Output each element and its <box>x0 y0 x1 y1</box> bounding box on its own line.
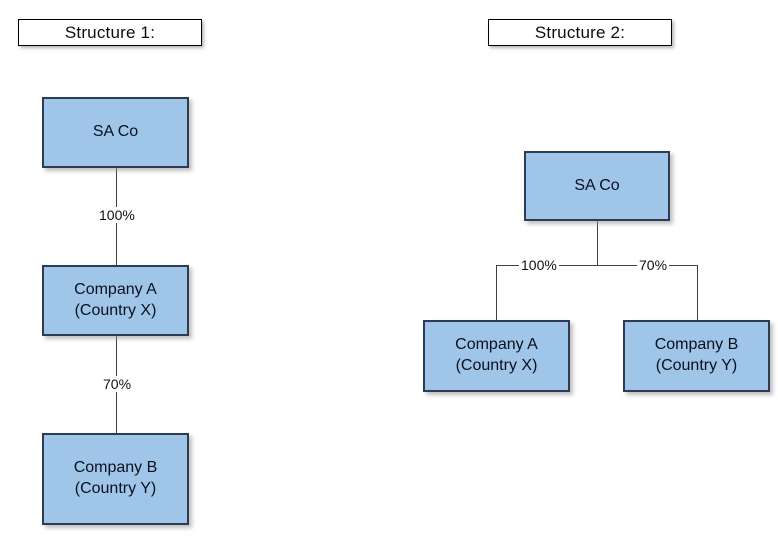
node-label-line2: (Country Y) <box>655 357 738 374</box>
structure-2-title: Structure 2: <box>488 19 672 46</box>
node-label-line1: Company A <box>455 336 538 354</box>
node-label-line1: SA Co <box>92 123 139 141</box>
node-s1-sa-co[interactable]: SA Co <box>42 97 189 168</box>
node-label-line2: (Country X) <box>74 301 157 319</box>
node-label-line1: SA Co <box>574 176 620 194</box>
structure-1-title: Structure 1: <box>18 19 202 46</box>
edge-s2-saco-stem <box>597 221 598 266</box>
edge-s2-horizontal-bus <box>496 265 697 266</box>
edge-label-s2-100: 100% <box>519 257 559 273</box>
node-label-line2: (Country X) <box>455 357 538 374</box>
edge-s2-saco-to-companya <box>496 265 497 321</box>
node-label-line1: Company B <box>654 336 739 354</box>
node-s1-company-b[interactable]: Company B (Country Y) <box>42 433 189 525</box>
node-label-line1: Company A <box>74 280 157 298</box>
node-label-line1: Company B <box>73 459 158 477</box>
node-s2-company-a[interactable]: Company A (Country X) <box>423 320 570 392</box>
edge-s2-saco-to-companyb <box>697 265 698 321</box>
node-label-line2: (Country Y) <box>74 480 157 497</box>
edge-label-s2-70: 70% <box>637 257 670 273</box>
node-s2-sa-co[interactable]: SA Co <box>524 151 670 221</box>
node-s2-company-b[interactable]: Company B (Country Y) <box>623 320 770 392</box>
node-s1-company-a[interactable]: Company A (Country X) <box>42 265 189 336</box>
edge-label-s1-100: 100% <box>97 207 137 223</box>
edge-label-s1-70: 70% <box>101 376 134 392</box>
